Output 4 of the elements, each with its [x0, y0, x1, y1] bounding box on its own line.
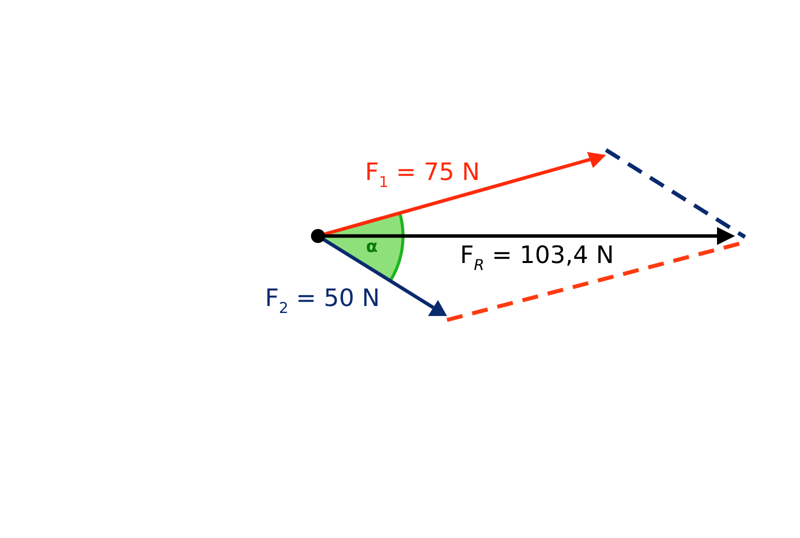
angle-label: α: [366, 239, 378, 256]
force-label: F$_{1}$ = 75 N: [365, 160, 480, 190]
force-label: F$_{2}$ = 50 N: [265, 286, 380, 316]
force-label: F$_{R}$ = 103,4 N: [460, 243, 614, 273]
